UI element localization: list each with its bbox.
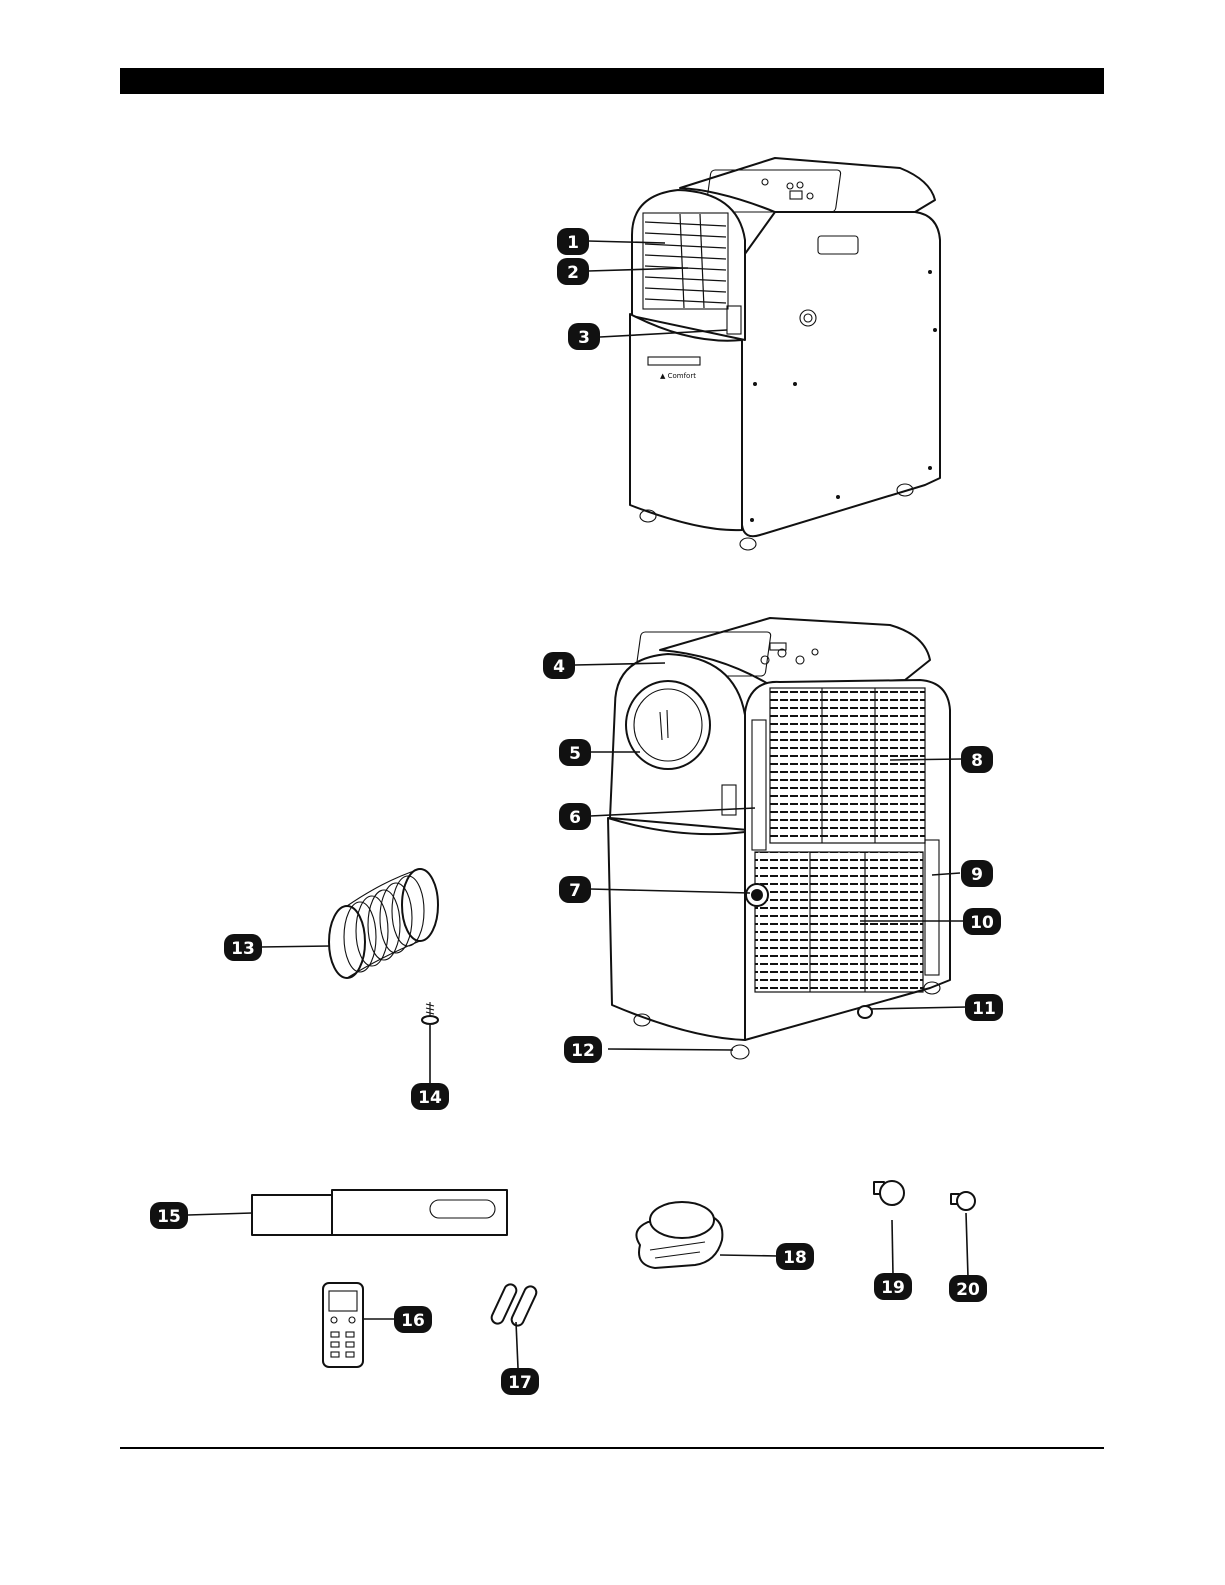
callout-16: 16 [394,1306,432,1333]
drain-plug-large [874,1181,904,1205]
screw [422,1002,438,1024]
callout-6: 6 [559,803,591,830]
callout-18: 18 [776,1243,814,1270]
callout-10: 10 [963,908,1001,935]
window-adapter [636,1202,722,1268]
callout-20: 20 [949,1275,987,1302]
window-slider-kit [252,1190,507,1235]
callout-12: 12 [564,1036,602,1063]
callout-15-label: 15 [157,1207,181,1227]
callout-16-label: 16 [401,1311,425,1331]
batteries [490,1282,539,1327]
callout-17-label: 17 [508,1373,532,1393]
callout-2: 2 [557,258,589,285]
callout-11-label: 11 [972,999,996,1019]
callout-8: 8 [961,746,993,773]
callout-18-label: 18 [783,1248,807,1268]
callout-4: 4 [543,652,575,679]
callout-14: 14 [411,1083,449,1110]
callout-4-label: 4 [553,657,565,677]
exhaust-hose [329,869,438,978]
svg-text:▲ Comfort: ▲ Comfort [660,372,696,380]
callout-8-label: 8 [971,751,983,771]
callout-9-label: 9 [971,865,983,885]
callout-15: 15 [150,1202,188,1229]
back-view-unit [608,618,950,1059]
callout-17: 17 [501,1368,539,1395]
callout-14-label: 14 [418,1088,442,1108]
remote-control [323,1283,363,1367]
callout-13-label: 13 [231,939,255,959]
callout-9: 9 [961,860,993,887]
callout-13: 13 [224,934,262,961]
callout-3: 3 [568,323,600,350]
front-view-unit: ▲ Comfort [630,158,940,550]
callout-2-label: 2 [567,263,579,283]
callout-3-label: 3 [578,328,590,348]
callout-10-label: 10 [970,913,994,933]
callout-11: 11 [965,994,1003,1021]
callout-5-label: 5 [569,744,581,764]
callout-12-label: 12 [571,1041,595,1061]
callout-6-label: 6 [569,808,581,828]
callout-1: 1 [557,228,589,255]
callout-19-label: 19 [881,1278,905,1298]
drain-plug-small [951,1192,975,1210]
callout-19: 19 [874,1273,912,1300]
callout-20-label: 20 [956,1280,980,1300]
callout-7: 7 [559,876,591,903]
callout-1-label: 1 [567,233,579,253]
callout-7-label: 7 [569,881,581,901]
callout-5: 5 [559,739,591,766]
